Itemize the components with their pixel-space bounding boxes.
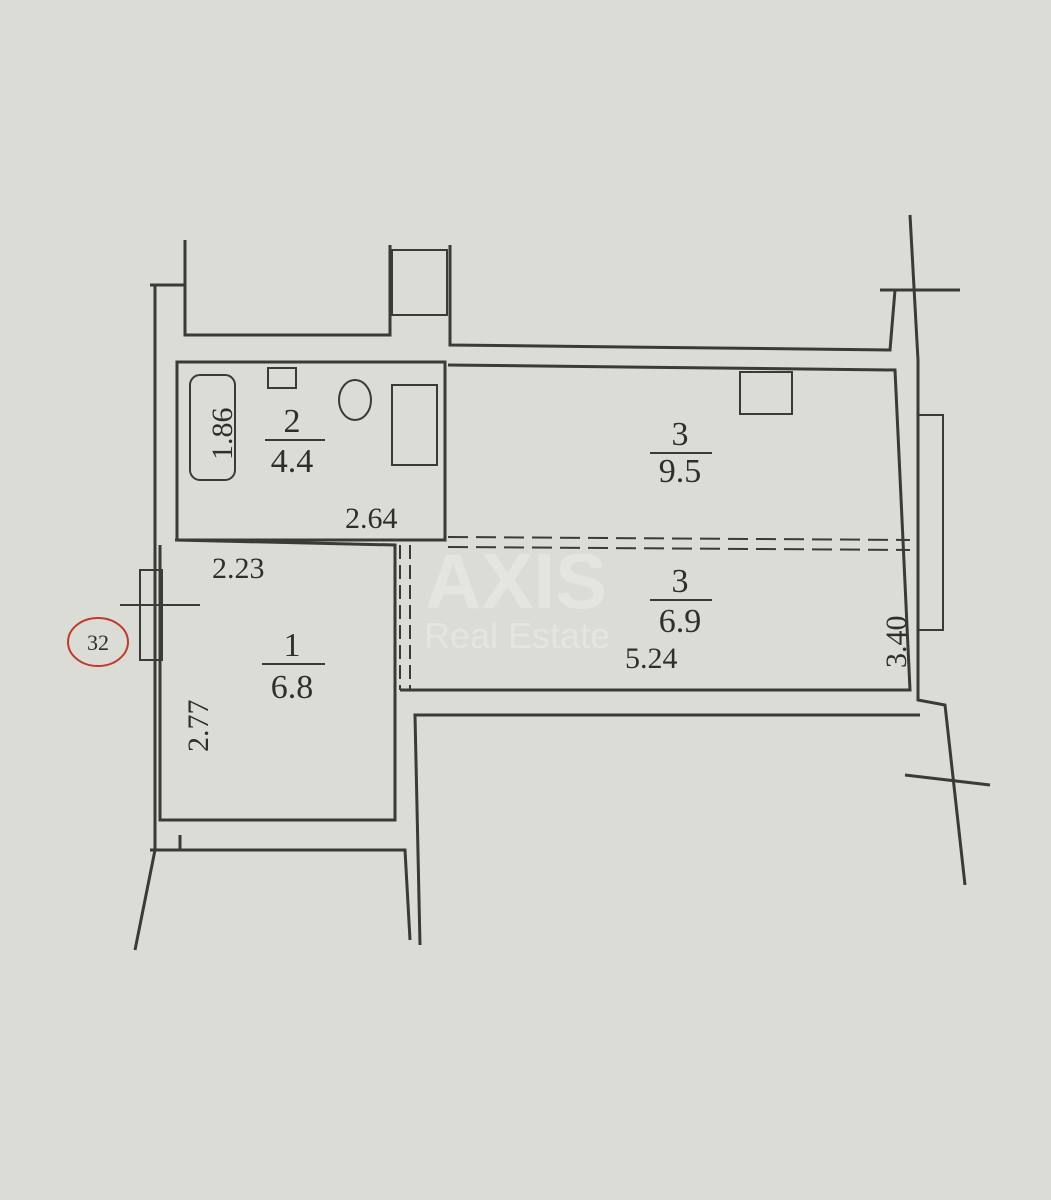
walls <box>120 214 991 951</box>
apartment-number: 32 <box>87 630 109 655</box>
watermark-brand: AXIS <box>425 537 607 625</box>
room-3a-number: 3 <box>672 416 689 453</box>
apartment-marker: 32 <box>67 617 129 667</box>
room-2-width: 1.86 <box>206 408 239 461</box>
room-1-number: 1 <box>284 627 301 664</box>
room-3b-width: 3.40 <box>880 616 913 669</box>
room-3a-area: 9.5 <box>659 453 702 490</box>
room-2-length: 2.64 <box>345 502 398 535</box>
room-1-width: 2.23 <box>212 552 265 585</box>
room-2-number: 2 <box>284 403 301 440</box>
watermark: AXIS Real Estate <box>424 537 610 656</box>
watermark-tagline: Real Estate <box>424 615 610 656</box>
room-3b-area: 6.9 <box>659 603 702 640</box>
room-2-area: 4.4 <box>271 443 314 480</box>
room-1-length: 2.77 <box>182 700 215 753</box>
room-3b-number: 3 <box>672 563 689 600</box>
room-3b-length: 5.24 <box>625 642 678 675</box>
room-1-area: 6.8 <box>271 669 314 706</box>
room-labels: 2 4.4 1.86 2.64 3 9.5 3 6.9 5.24 3.40 1 … <box>182 403 913 752</box>
